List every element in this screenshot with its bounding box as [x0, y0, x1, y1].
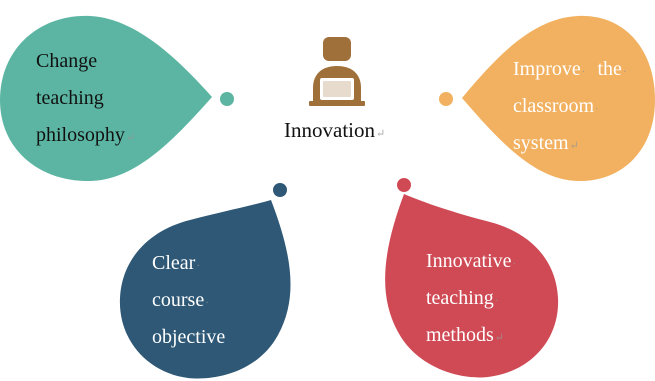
petal-line: philosophy	[36, 124, 125, 146]
petal-clear-course-objective	[119, 200, 291, 379]
petal-line: Innovative	[426, 250, 512, 272]
petal-line: methods	[426, 324, 494, 346]
center-title: Innovation↵	[284, 118, 386, 142]
petal-line: classroom	[513, 95, 595, 117]
petal-improve-classroom-system	[462, 15, 655, 182]
petal-line: teaching	[36, 87, 104, 109]
petal-text-top-right: Improve·the· classroom· system↵	[513, 58, 627, 154]
petal-text-bottom-right: Innovative· teaching· methods↵	[426, 250, 517, 346]
connector-dot-teal	[220, 92, 234, 106]
connector-dot-orange	[439, 92, 453, 106]
petal-text-top-left: Change· teaching· philosophy↵	[36, 50, 136, 146]
connector-dot-red	[397, 178, 411, 192]
petal-line: Clear	[152, 252, 196, 274]
petal-line: system	[513, 132, 569, 154]
person-at-laptop-icon	[309, 37, 365, 106]
petal-line: Improve	[513, 58, 581, 80]
petal-line: teaching	[426, 287, 494, 309]
petal-line: objective	[152, 326, 226, 348]
connector-dot-navy	[273, 183, 287, 197]
petal-innovative-teaching-methods	[385, 194, 559, 378]
petal-line: course	[152, 289, 205, 311]
petal-line: the	[597, 58, 622, 80]
petal-text-bottom-left: Clear· course· objective	[152, 252, 226, 348]
petal-line: Change	[36, 50, 98, 72]
petal-change-teaching-philosophy	[0, 15, 212, 182]
